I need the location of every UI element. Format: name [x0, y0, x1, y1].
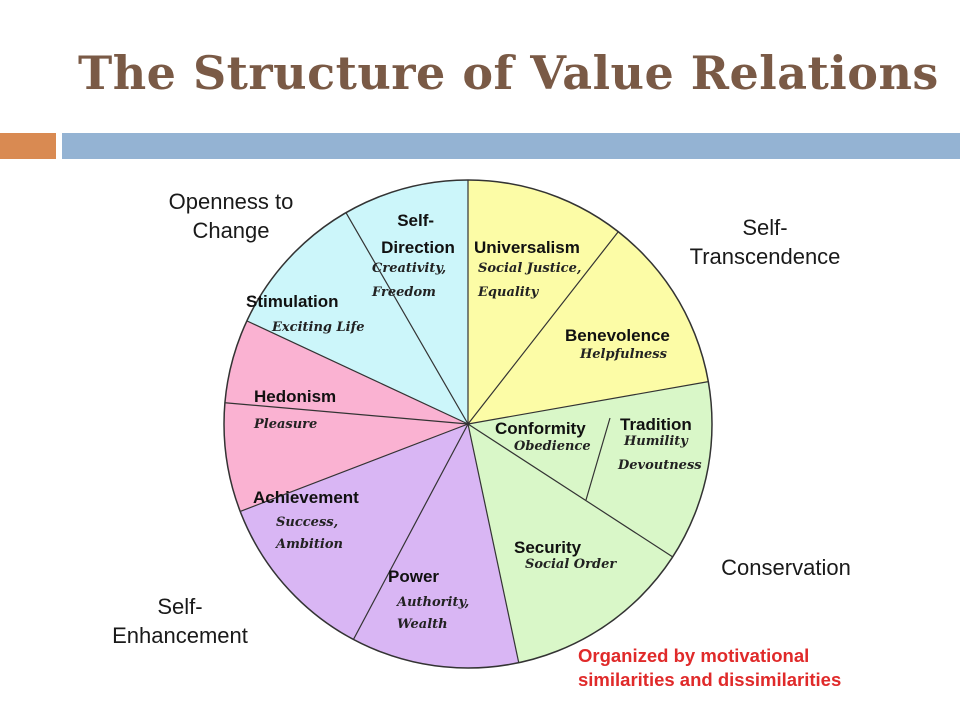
value-achievement: Achievement Success, Ambition	[253, 488, 359, 552]
divider-line	[467, 231, 619, 425]
divider-line	[246, 320, 469, 425]
value-universalism: Universalism Social Justice, Equality	[474, 238, 586, 300]
slice-security	[468, 424, 673, 663]
slice-power	[353, 424, 519, 668]
dimension-conservation: Conservation	[700, 554, 872, 583]
slices	[223, 180, 712, 668]
slice-achievement	[240, 424, 468, 640]
dimension-self-enhancement: Self- Enhancement	[90, 593, 270, 650]
title-rule	[62, 133, 960, 159]
value-title: Achievement	[253, 488, 359, 507]
value-title: Direction	[381, 238, 455, 257]
value-security: Security Social Order	[514, 538, 617, 572]
svg-text:Authority, Wealth: Authority, Wealth	[395, 595, 474, 632]
value-example: Authority,	[395, 595, 469, 610]
value-example: Pleasure	[253, 417, 317, 432]
value-benevolence: Benevolence Helpfulness	[565, 326, 670, 362]
slice-tradition	[468, 381, 712, 557]
slide-title: The Structure of Value Relations	[78, 46, 939, 100]
value-example: Creativity,	[372, 261, 446, 276]
value-example: Helpfulness	[579, 347, 668, 362]
organization-note: Organized by motivational similarities a…	[578, 644, 841, 692]
slice-stimulation	[246, 212, 468, 424]
svg-text:Creativity, Freedom: Creativity, Freedom	[371, 261, 451, 300]
svg-text:Self- Direction: Self- Direction	[381, 211, 455, 257]
value-title: Hedonism	[254, 387, 336, 406]
note-line: similarities and dissimilarities	[578, 669, 842, 691]
value-title: Security	[514, 538, 582, 557]
value-stimulation: Stimulation Exciting Life	[246, 292, 364, 335]
svg-text:Humility Devoutness: Humility Devoutness	[617, 434, 702, 473]
svg-text:Success, Ambition: Success, Ambition	[274, 515, 343, 552]
value-title: Benevolence	[565, 326, 670, 345]
value-example: Exciting Life	[271, 320, 364, 335]
value-example: Equality	[477, 285, 540, 300]
value-example: Obedience	[514, 439, 591, 454]
divider-line	[467, 423, 520, 663]
divider-line	[224, 402, 469, 425]
dimension-line: Conservation	[721, 555, 851, 580]
value-title: Self-	[397, 211, 434, 230]
dimension-line: Change	[192, 217, 270, 243]
divider-line	[345, 212, 469, 425]
slice-self-direction	[346, 180, 468, 424]
value-example: Freedom	[371, 285, 436, 300]
divider-line	[239, 423, 469, 513]
value-example: Social Order	[525, 557, 617, 572]
divider-lines	[224, 180, 709, 663]
value-title: Stimulation	[246, 292, 339, 311]
value-example: Humility	[623, 434, 689, 449]
slice-benevolence	[468, 231, 709, 424]
dimension-line: Openness to	[168, 189, 294, 214]
value-example: Ambition	[274, 537, 343, 552]
value-self-direction: Self- Direction Creativity, Freedom	[371, 211, 455, 300]
dimension-line: Transcendence	[689, 243, 841, 269]
dimension-self-transcendence: Self- Transcendence	[660, 214, 870, 271]
dimension-line: Self-	[742, 215, 788, 240]
dimension-line: Enhancement	[112, 622, 248, 648]
svg-text:Social Justice, Equality: Social Justice, Equality	[477, 261, 586, 300]
value-title: Tradition	[620, 415, 692, 434]
dimension-line: Self-	[157, 594, 203, 619]
value-example: Wealth	[397, 617, 448, 632]
value-conformity: Conformity Obedience	[495, 419, 591, 454]
value-title: Universalism	[474, 238, 580, 257]
value-example: Devoutness	[617, 458, 702, 473]
divider-line	[467, 423, 673, 558]
value-power: Power Authority, Wealth	[388, 567, 474, 632]
divider-line	[467, 381, 709, 425]
value-title: Conformity	[495, 419, 586, 438]
value-title: Power	[388, 567, 439, 586]
conformity-tradition-divider	[585, 417, 611, 501]
note-line: Organized by motivational	[578, 645, 810, 666]
circle-outline	[223, 179, 713, 669]
dimension-openness-to-change: Openness to Change	[148, 188, 314, 245]
slice-universalism	[468, 180, 619, 424]
slice-hedonism	[223, 320, 468, 512]
divider-line	[352, 423, 469, 640]
value-tradition: Tradition Humility Devoutness	[617, 415, 702, 473]
accent-bar	[0, 133, 56, 159]
value-example: Social Justice,	[478, 261, 581, 276]
value-hedonism: Hedonism Pleasure	[253, 387, 336, 432]
value-example: Success,	[276, 515, 338, 530]
